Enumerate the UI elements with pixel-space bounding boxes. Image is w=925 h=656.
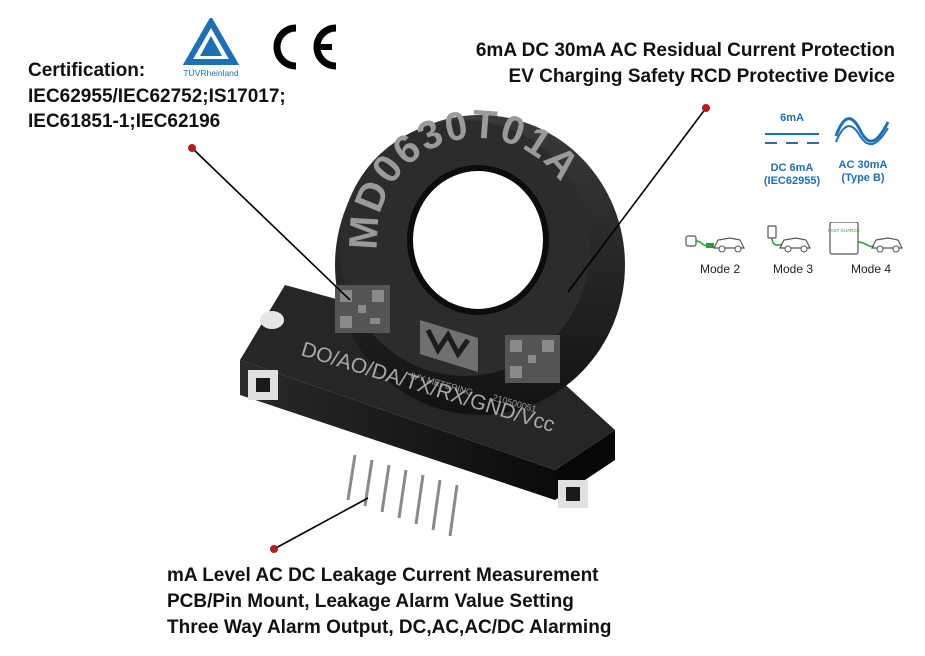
mode-4-label: Mode 4 xyxy=(850,262,892,276)
ac-label-2: (Type B) xyxy=(841,172,885,184)
ac-30ma-icon-group: AC 30mA (Type B) xyxy=(830,112,896,192)
device-serial: 210500051 xyxy=(491,392,537,414)
certification-title: Certification: xyxy=(28,60,146,81)
device-brand: IVY METERING xyxy=(409,370,474,397)
charging-modes: FAST CHARGE Mode 2 Mode 3 Mode 4 xyxy=(680,221,920,282)
dc-label-1: DC 6mA xyxy=(770,162,814,174)
ivy-metering-logo xyxy=(420,320,478,372)
tuv-logo-text: TÜVRheinland xyxy=(183,68,239,78)
device-pins xyxy=(346,454,459,537)
qr-code-right xyxy=(505,335,560,383)
callout-marker-certification xyxy=(188,144,196,152)
ac-label-1: AC 30mA xyxy=(838,159,888,171)
charging-modes-icons: FAST CHARGE xyxy=(685,221,903,255)
mode-3-label: Mode 3 xyxy=(772,262,814,276)
dc-6ma-icon-group: 6mA DC 6mA (IEC62955) xyxy=(757,112,827,192)
device-pin-labels: DO/AO/DA/TX/RX/GND/Vcc xyxy=(299,338,558,437)
feature-line-3: Three Way Alarm Output, DC,AC,AC/DC Alar… xyxy=(167,617,612,638)
callout-marker-headline xyxy=(702,104,710,112)
dc-symbol-icon xyxy=(765,133,819,144)
tuv-rheinland-logo: TÜVRheinland xyxy=(176,15,246,80)
mode-2-icon xyxy=(685,235,745,253)
mode-4-icon: FAST CHARGE xyxy=(828,221,903,255)
fast-charge-label: FAST CHARGE xyxy=(828,228,860,233)
mode-2-label: Mode 2 xyxy=(699,262,741,276)
ac-wave-icon xyxy=(834,117,890,146)
callout-marker-features xyxy=(270,545,278,553)
headline-line-2: EV Charging Safety RCD Protective Device xyxy=(508,66,895,87)
svg-text:MD0630T01A: MD0630T01A xyxy=(341,102,588,250)
headline-line-1: 6mA DC 30mA AC Residual Current Protecti… xyxy=(475,40,895,61)
mode-3-icon xyxy=(767,225,811,253)
dc-top-label: 6mA xyxy=(780,112,804,124)
certification-standards-line-1: IEC62955/IEC62752;IS17017; xyxy=(28,86,286,107)
certification-standards-line-2: IEC61851-1;IEC62196 xyxy=(28,111,221,132)
qr-code-left xyxy=(335,285,390,333)
callout-line-features xyxy=(273,497,369,550)
feature-line-1: mA Level AC DC Leakage Current Measureme… xyxy=(167,565,599,586)
feature-line-2: PCB/Pin Mount, Leakage Alarm Value Setti… xyxy=(167,591,574,612)
dc-label-2: (IEC62955) xyxy=(763,175,821,187)
ce-mark xyxy=(262,22,342,72)
device-model-engraving: MD0630T01A xyxy=(341,102,586,250)
callout-line-certification xyxy=(191,147,351,301)
